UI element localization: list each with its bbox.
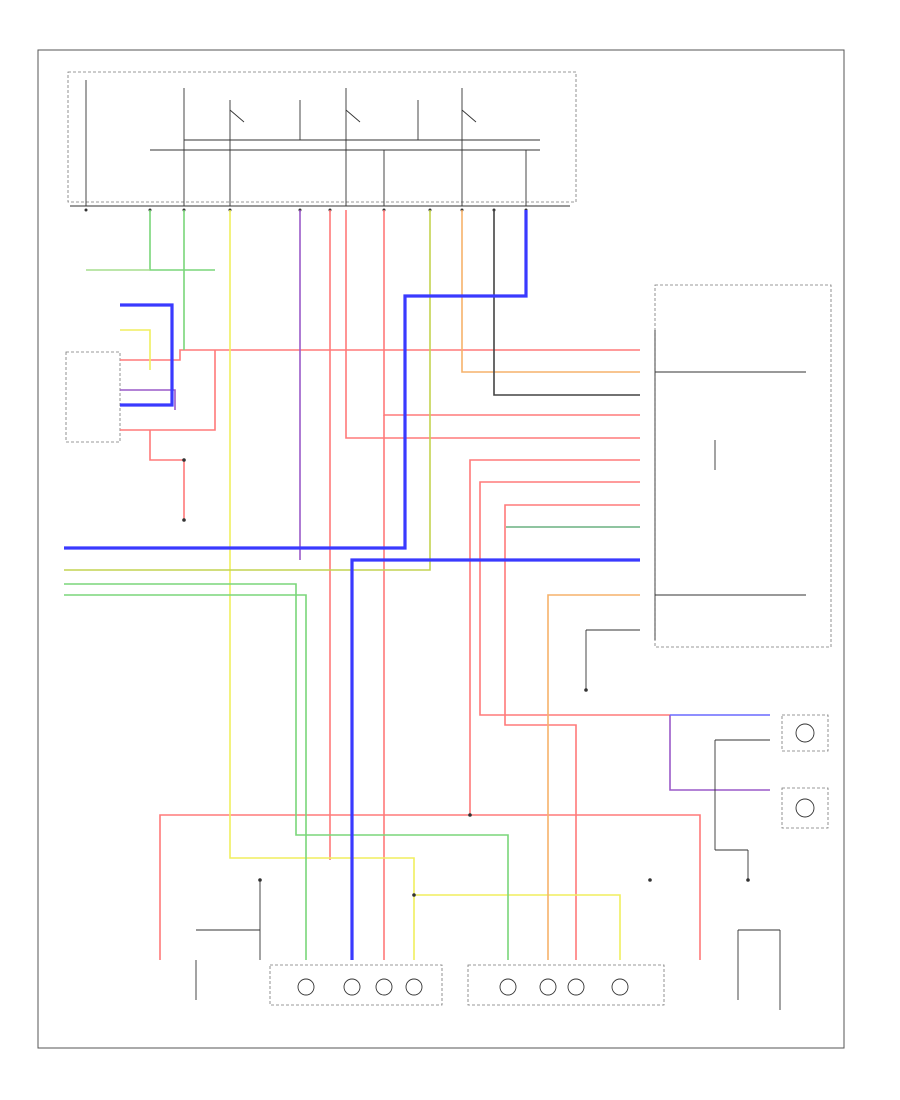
wire-red-6 [469,459,640,815]
wire-red-8 [504,504,640,960]
wire-blue-1 [64,210,528,550]
wire-red-5 [345,210,640,439]
wire-green-3 [64,594,307,960]
right-taillight-bulbs [499,978,629,996]
wire-yellow-1 [229,210,415,960]
fuse-block-internals [70,80,570,207]
outer-frame [37,49,845,1049]
wire-red-1 [120,349,640,361]
wire-red-9 [159,814,701,960]
wire-blue-2 [120,303,174,407]
wire-purple-2 [120,389,176,410]
wire-blue-3 [350,558,640,960]
wire-yellow-4 [64,210,431,571]
control-module-outline [654,284,832,648]
right-taillight-outline [467,964,665,1006]
wire-green-1 [149,210,215,271]
wire-purple-3 [669,715,770,791]
top-connector-pins [84,208,528,212]
left-door-switch [195,880,261,1000]
wire-red-11 [149,430,185,520]
right-license-lamp [781,787,829,829]
wire-red-3 [383,210,640,416]
wire-yellow-3 [414,894,621,960]
left-taillight-outline [269,964,443,1006]
left-taillight-bulbs [297,978,423,996]
right-ground-lines [585,440,770,880]
wire-orange-1 [461,210,640,373]
wire-green-4 [64,583,509,960]
wire-black-1 [493,210,640,396]
dimmer-module-outline [65,351,121,443]
left-license-lamp [781,714,829,752]
wire-yellow-2 [120,329,151,370]
wire-red-7 [479,481,670,716]
wire-red-2 [120,350,216,431]
right-door-switch [737,929,781,1010]
wire-orange-2 [547,594,640,960]
junction-dots [182,458,750,897]
fuse-block-outline [67,71,577,203]
